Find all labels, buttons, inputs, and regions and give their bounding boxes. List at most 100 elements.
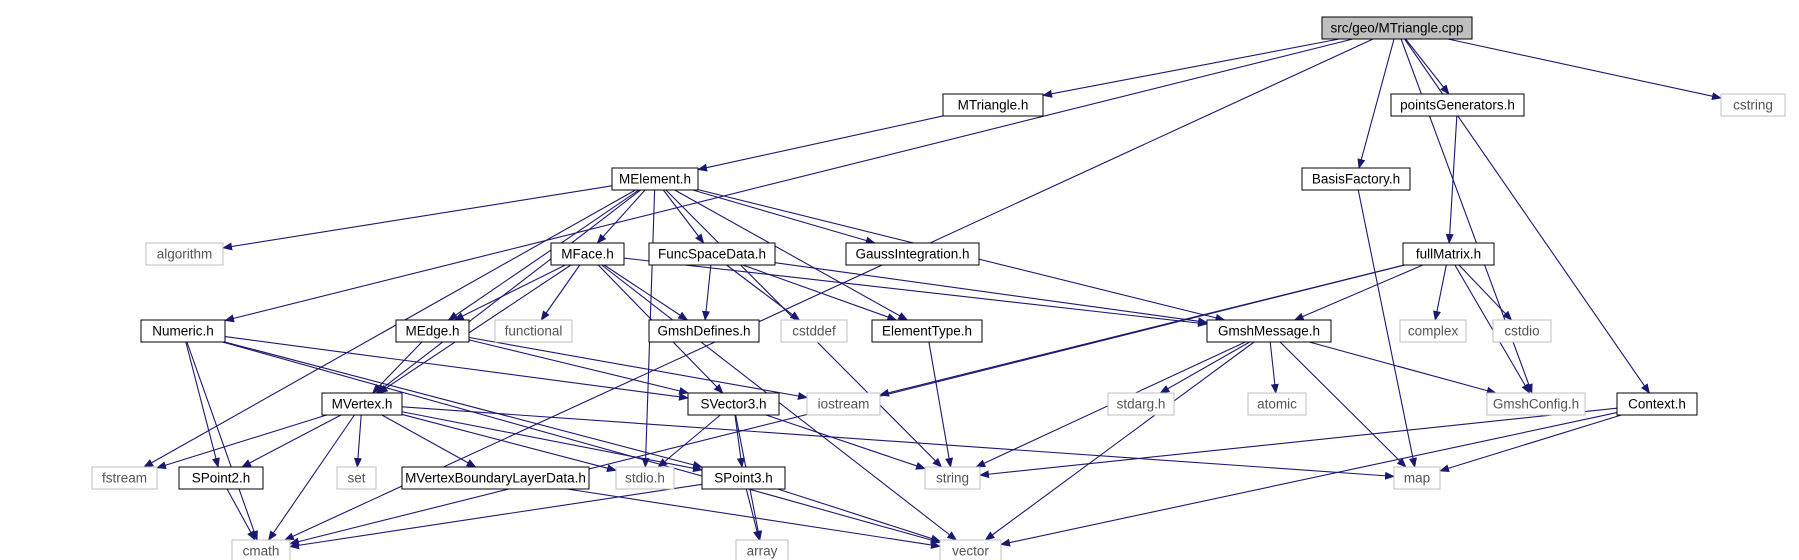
node-context[interactable]: Context.h: [1616, 392, 1698, 416]
node-array: array: [735, 539, 789, 560]
edge-mface-to-gmshmsg: [623, 257, 1208, 327]
edge-context-to-map: [1439, 414, 1622, 473]
node-label: fullMatrix.h: [1416, 247, 1481, 262]
edge-gmshmsg-to-vector: [984, 341, 1255, 541]
edge-mface-to-mvertex: [377, 264, 572, 394]
node-box: [845, 242, 980, 266]
node-box: [924, 466, 981, 490]
node-mtri[interactable]: MTriangle.h: [942, 93, 1044, 117]
node-box: [942, 93, 1044, 117]
node-box: [701, 466, 786, 490]
edge-melem-to-algorithm: [222, 185, 613, 251]
node-svec3[interactable]: SVector3.h: [687, 392, 780, 416]
edge-mvertex-to-spoint3: [401, 411, 703, 473]
node-label: MElement.h: [619, 172, 691, 187]
edge-funcsp-to-cstddef: [726, 264, 801, 321]
node-gaussint[interactable]: GaussIntegration.h: [845, 242, 980, 266]
node-label: SPoint3.h: [714, 471, 773, 486]
node-fstream: fstream: [91, 466, 158, 490]
edge-melem-to-funcsp: [662, 189, 705, 244]
node-label: MVertex.h: [332, 397, 393, 412]
node-label: cmath: [243, 544, 280, 559]
edge-fullmat-to-complex: [1433, 264, 1447, 321]
node-melem[interactable]: MElement.h: [611, 167, 699, 191]
edge-melem-to-fstream: [143, 189, 636, 468]
node-box: [871, 319, 983, 343]
node-mface[interactable]: MFace.h: [550, 242, 625, 266]
node-box: [648, 319, 760, 343]
node-box: [1616, 392, 1698, 416]
node-box: [91, 466, 158, 490]
edge-fullmat-to-gmshcfg: [1454, 264, 1531, 394]
node-root[interactable]: src/geo/MTriangle.cpp: [1321, 16, 1473, 40]
node-box: [615, 466, 675, 490]
node-box: [1206, 319, 1332, 343]
node-box: [611, 167, 699, 191]
node-atomic: atomic: [1247, 392, 1307, 416]
edge-mvertex-to-fstream: [156, 414, 327, 470]
node-string: string: [924, 466, 981, 490]
edge-root-to-bfact: [1357, 38, 1395, 169]
edge-mvbld-to-vector: [566, 488, 941, 549]
node-box: [1492, 319, 1552, 343]
node-box: [1321, 16, 1473, 40]
node-label: cstdio: [1504, 324, 1539, 339]
edge-melem-to-gaussint: [692, 189, 876, 245]
node-medge[interactable]: MEdge.h: [395, 319, 470, 343]
edge-mface-to-gmshdef: [603, 264, 689, 321]
node-mvbld[interactable]: MVertexBoundaryLayerData.h: [401, 466, 590, 490]
node-functional: functional: [494, 319, 573, 343]
edge-melem-to-mface: [596, 189, 646, 244]
node-numeric[interactable]: Numeric.h: [140, 319, 226, 343]
edge-funcsp-to-elemtype: [742, 264, 898, 321]
node-mvertex[interactable]: MVertex.h: [321, 392, 403, 416]
edge-spoint3-to-vector: [777, 488, 941, 543]
node-spoint2[interactable]: SPoint2.h: [178, 466, 264, 490]
node-fullmat[interactable]: fullMatrix.h: [1402, 242, 1495, 266]
edge-root-to-cstring: [1447, 38, 1722, 101]
node-box: [1720, 93, 1786, 117]
node-box: [806, 392, 881, 416]
edge-medge-to-mvertex: [371, 341, 423, 394]
node-label: complex: [1408, 324, 1459, 339]
node-label: array: [747, 544, 778, 559]
edge-root-to-mtri: [1042, 38, 1340, 98]
node-label: atomic: [1257, 397, 1297, 412]
node-label: cstddef: [792, 324, 836, 339]
node-vector: vector: [939, 539, 1002, 560]
edge-svec3-to-spoint3: [734, 414, 745, 468]
edge-svec3-to-string: [765, 414, 926, 470]
node-box: [780, 319, 848, 343]
edge-melem-to-medge: [447, 189, 640, 321]
node-label: set: [347, 471, 365, 486]
node-label: string: [936, 471, 969, 486]
edge-funcsp-to-gmshdef: [702, 264, 712, 321]
edge-root-to-numeric: [224, 38, 1354, 323]
node-label: fstream: [102, 471, 147, 486]
node-box: [1486, 392, 1586, 416]
node-label: MEdge.h: [405, 324, 459, 339]
node-elemtype[interactable]: ElementType.h: [871, 319, 983, 343]
node-box: [1107, 392, 1175, 416]
edge-numeric-to-svec3: [224, 336, 689, 401]
node-pgen[interactable]: pointsGenerators.h: [1390, 93, 1525, 117]
node-label: pointsGenerators.h: [1400, 98, 1515, 113]
node-gmshmsg[interactable]: GmshMessage.h: [1206, 319, 1332, 343]
node-box: [1247, 392, 1307, 416]
node-label: vector: [952, 544, 989, 559]
edge-mvertex-to-stdio: [401, 413, 617, 473]
node-funcsp[interactable]: FuncSpaceData.h: [648, 242, 776, 266]
edge-spoint3-to-cmath: [289, 483, 703, 550]
node-bfact[interactable]: BasisFactory.h: [1301, 167, 1411, 191]
node-box: [1390, 93, 1525, 117]
edge-mvertex-to-cmath: [267, 414, 355, 541]
edge-root-to-pgen: [1405, 38, 1450, 95]
edge-numeric-to-spoint3: [224, 341, 703, 469]
node-label: SVector3.h: [700, 397, 766, 412]
edge-spoint2-to-cmath: [226, 488, 256, 541]
node-label: Numeric.h: [152, 324, 214, 339]
node-gmshdef[interactable]: GmshDefines.h: [648, 319, 760, 343]
node-spoint3[interactable]: SPoint3.h: [701, 466, 786, 490]
